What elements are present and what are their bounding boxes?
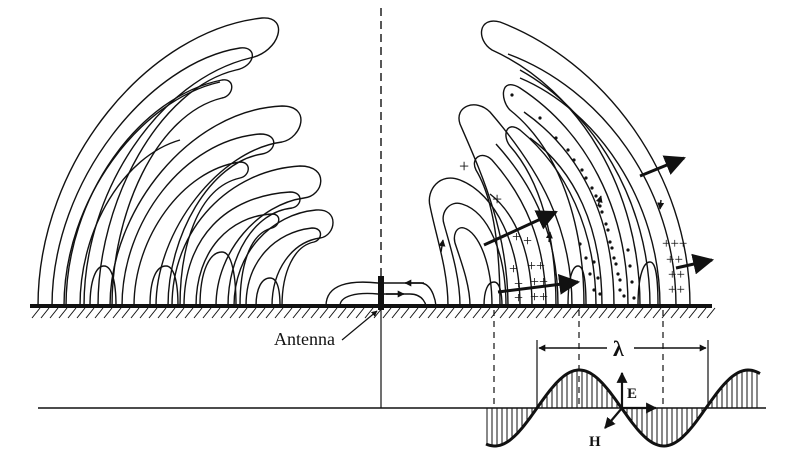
plus-charge: + <box>512 229 521 246</box>
plus-charge: + <box>514 290 523 307</box>
ground-plane <box>30 304 716 319</box>
antenna-label: Antenna <box>274 329 335 349</box>
plus-charge: +++ <box>662 236 687 252</box>
e-label: E <box>627 386 637 402</box>
charge-markers: + + + + + ++ + ++ + ++ +++ ++ ++ ++ <box>459 156 687 307</box>
plus-charge: + <box>492 189 502 209</box>
plus-charge: + <box>459 156 469 176</box>
field-arrow <box>639 155 686 178</box>
plus-charge: + <box>509 261 518 278</box>
antenna-element <box>378 276 384 310</box>
e-field-wave <box>485 368 761 448</box>
plus-charge: + <box>523 233 532 250</box>
h-vector <box>604 407 623 429</box>
antenna-leader-line <box>341 310 378 341</box>
field-arrow <box>497 273 581 295</box>
loop-direction-arrows <box>438 195 665 253</box>
left-field-loops <box>37 17 334 307</box>
plus-charge: + <box>514 276 523 293</box>
plus-charge: ++ <box>527 258 545 275</box>
plus-charge: ++ <box>668 267 685 283</box>
plus-charge: ++ <box>530 289 548 306</box>
minus-charge-dots <box>510 93 636 300</box>
field-arrow <box>675 253 715 275</box>
plus-charge: ++ <box>668 282 685 298</box>
field-arrow <box>483 210 558 247</box>
wave-section: λ E H <box>38 310 766 450</box>
radiation-arrows <box>483 155 715 295</box>
plus-charge: ++ <box>530 274 548 291</box>
wavelength-label: λ <box>613 336 624 361</box>
h-label: H <box>589 434 601 450</box>
plus-charge: ++ <box>666 252 683 268</box>
